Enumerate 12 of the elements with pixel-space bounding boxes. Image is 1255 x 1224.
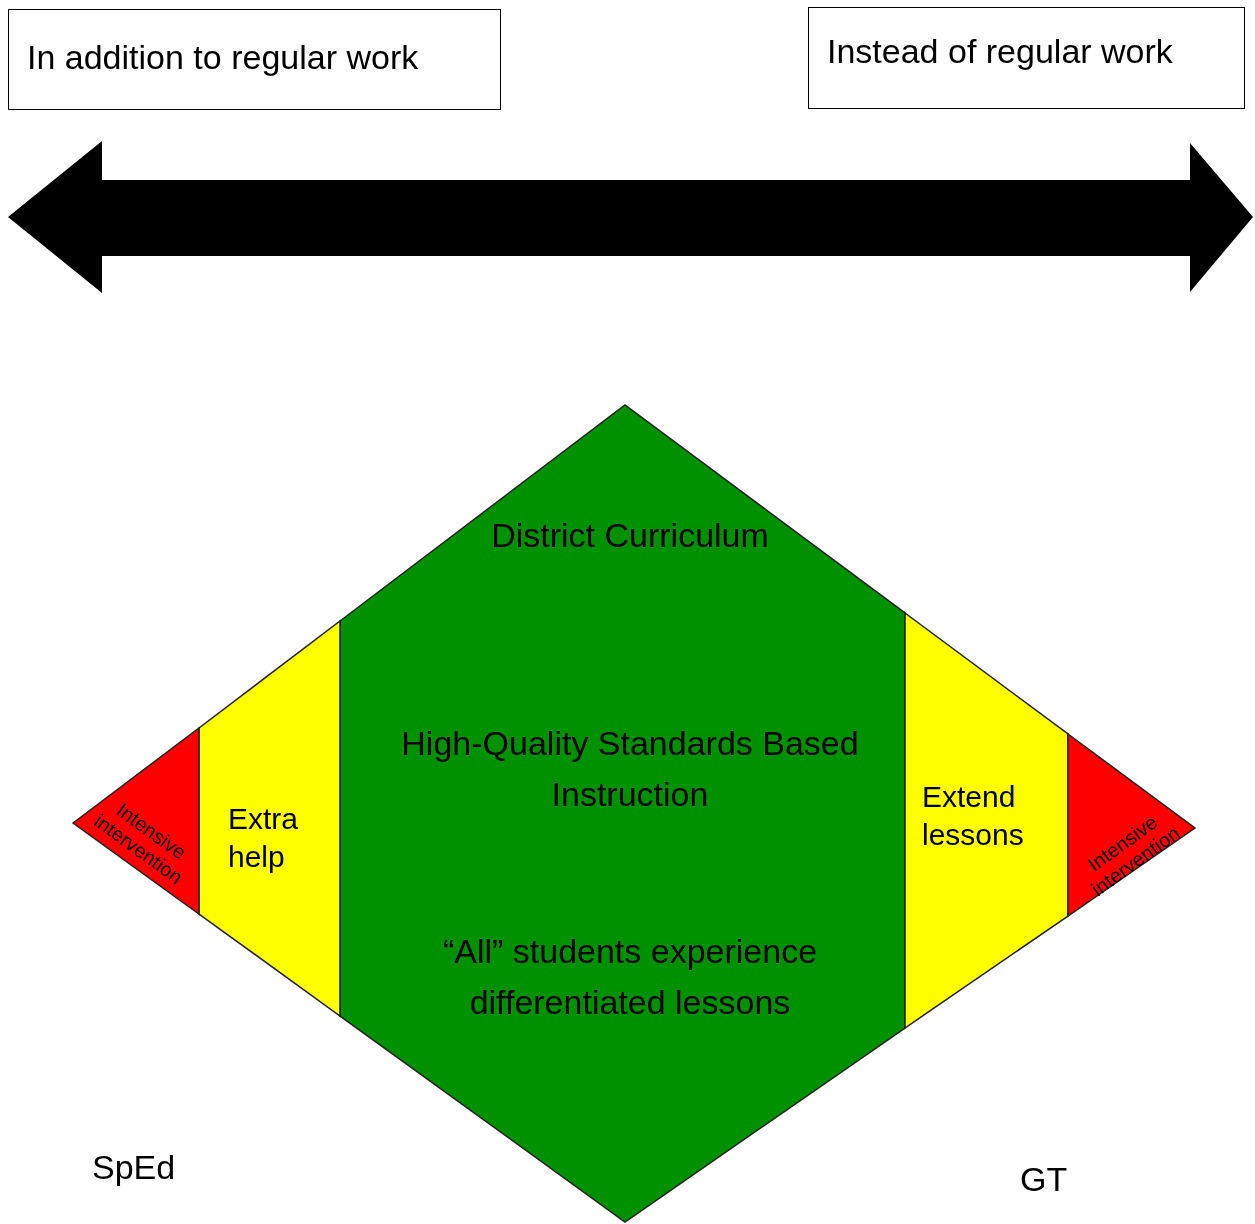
node-text: Extend lessons xyxy=(922,779,1025,853)
diagram-section xyxy=(340,405,905,1222)
label-box xyxy=(808,7,1245,109)
node-text: District Curriculum xyxy=(490,515,770,556)
node-text: High-Quality Standards Based Instruction xyxy=(400,723,860,815)
node-text: Extra help xyxy=(228,801,300,875)
label-box xyxy=(8,9,501,110)
node-text: “All” students experience differentiated lessons xyxy=(441,931,819,1023)
node-text: In addition to regular work xyxy=(26,37,420,78)
group-label: SpEd xyxy=(92,1148,176,1187)
group-label: GT xyxy=(1020,1160,1068,1199)
node-text: Instead of regular work xyxy=(826,31,1174,72)
